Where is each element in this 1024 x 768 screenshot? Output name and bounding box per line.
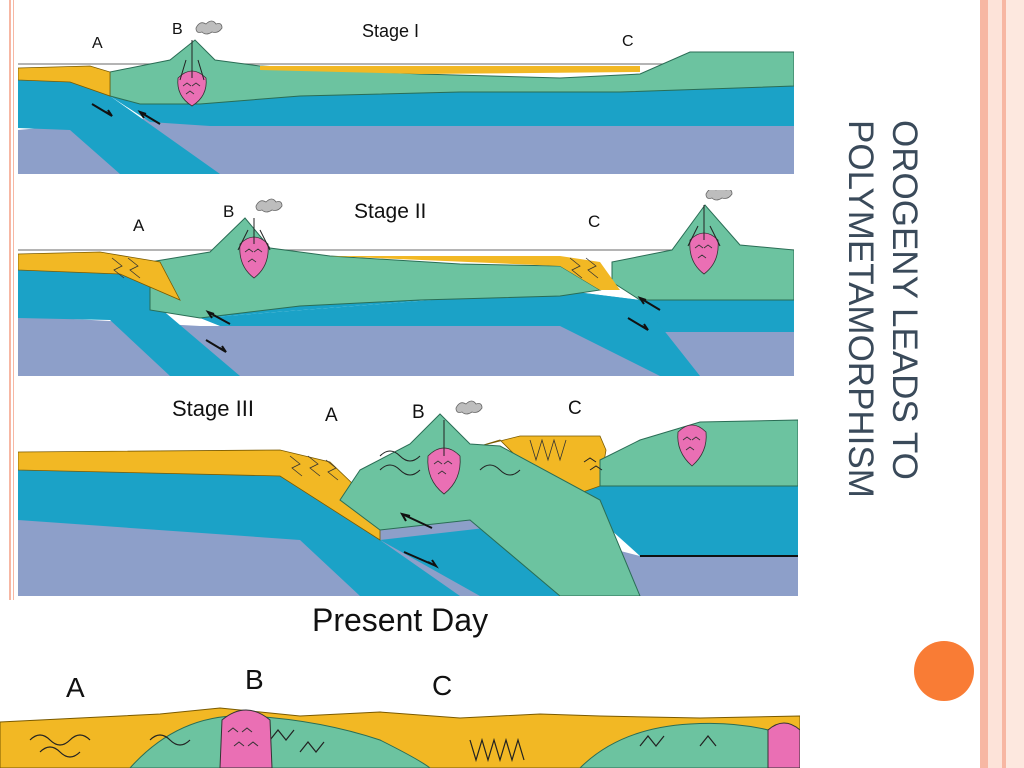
stage-1-label-a: A — [92, 35, 103, 52]
accent-dot — [914, 641, 974, 701]
decor-rail-outer — [980, 0, 988, 768]
decor-rail-light — [988, 0, 1002, 768]
decor-rail-edge — [1006, 0, 1024, 768]
stage-1-label-c: C — [622, 33, 634, 50]
stage-2-label-a: A — [133, 216, 145, 235]
present-day-label: Present Day — [312, 602, 488, 638]
present-day-label-c: C — [432, 670, 452, 701]
subduction-arrow — [91, 103, 113, 117]
stage-3-label-b: B — [412, 402, 425, 423]
present-day-label-a: A — [66, 672, 85, 703]
stage-1-panel — [18, 18, 794, 174]
stage-3-panel — [18, 388, 798, 596]
slide-title: OROGENY LEADS TO POLYMETAMORPHISM — [826, 120, 926, 590]
stage-3-label: Stage III — [172, 396, 254, 421]
stage-1-label-b: B — [172, 21, 183, 38]
sediment — [18, 65, 111, 97]
decor-rail-left-2 — [13, 0, 14, 768]
slide-title-line-1: OROGENY LEADS TO — [885, 120, 924, 480]
stage-3-label-c: C — [568, 398, 582, 419]
stage-1-label: Stage I — [362, 21, 419, 41]
stage-2-panel — [18, 190, 794, 376]
mantle — [18, 118, 794, 174]
volcanic-smoke — [195, 20, 223, 35]
oceanic-crust — [18, 80, 220, 174]
present-day-panel — [0, 600, 800, 768]
stage-2-label-b: B — [223, 202, 234, 221]
stage-3-label-a: A — [325, 405, 338, 426]
stage-2-label-c: C — [588, 212, 600, 231]
stage-2-label: Stage II — [354, 200, 426, 223]
decor-rail-left — [9, 0, 11, 768]
decor-rail-inner — [1002, 0, 1006, 768]
present-day-label-b: B — [245, 664, 264, 695]
slide-title-line-2: POLYMETAMORPHISM — [841, 120, 880, 498]
